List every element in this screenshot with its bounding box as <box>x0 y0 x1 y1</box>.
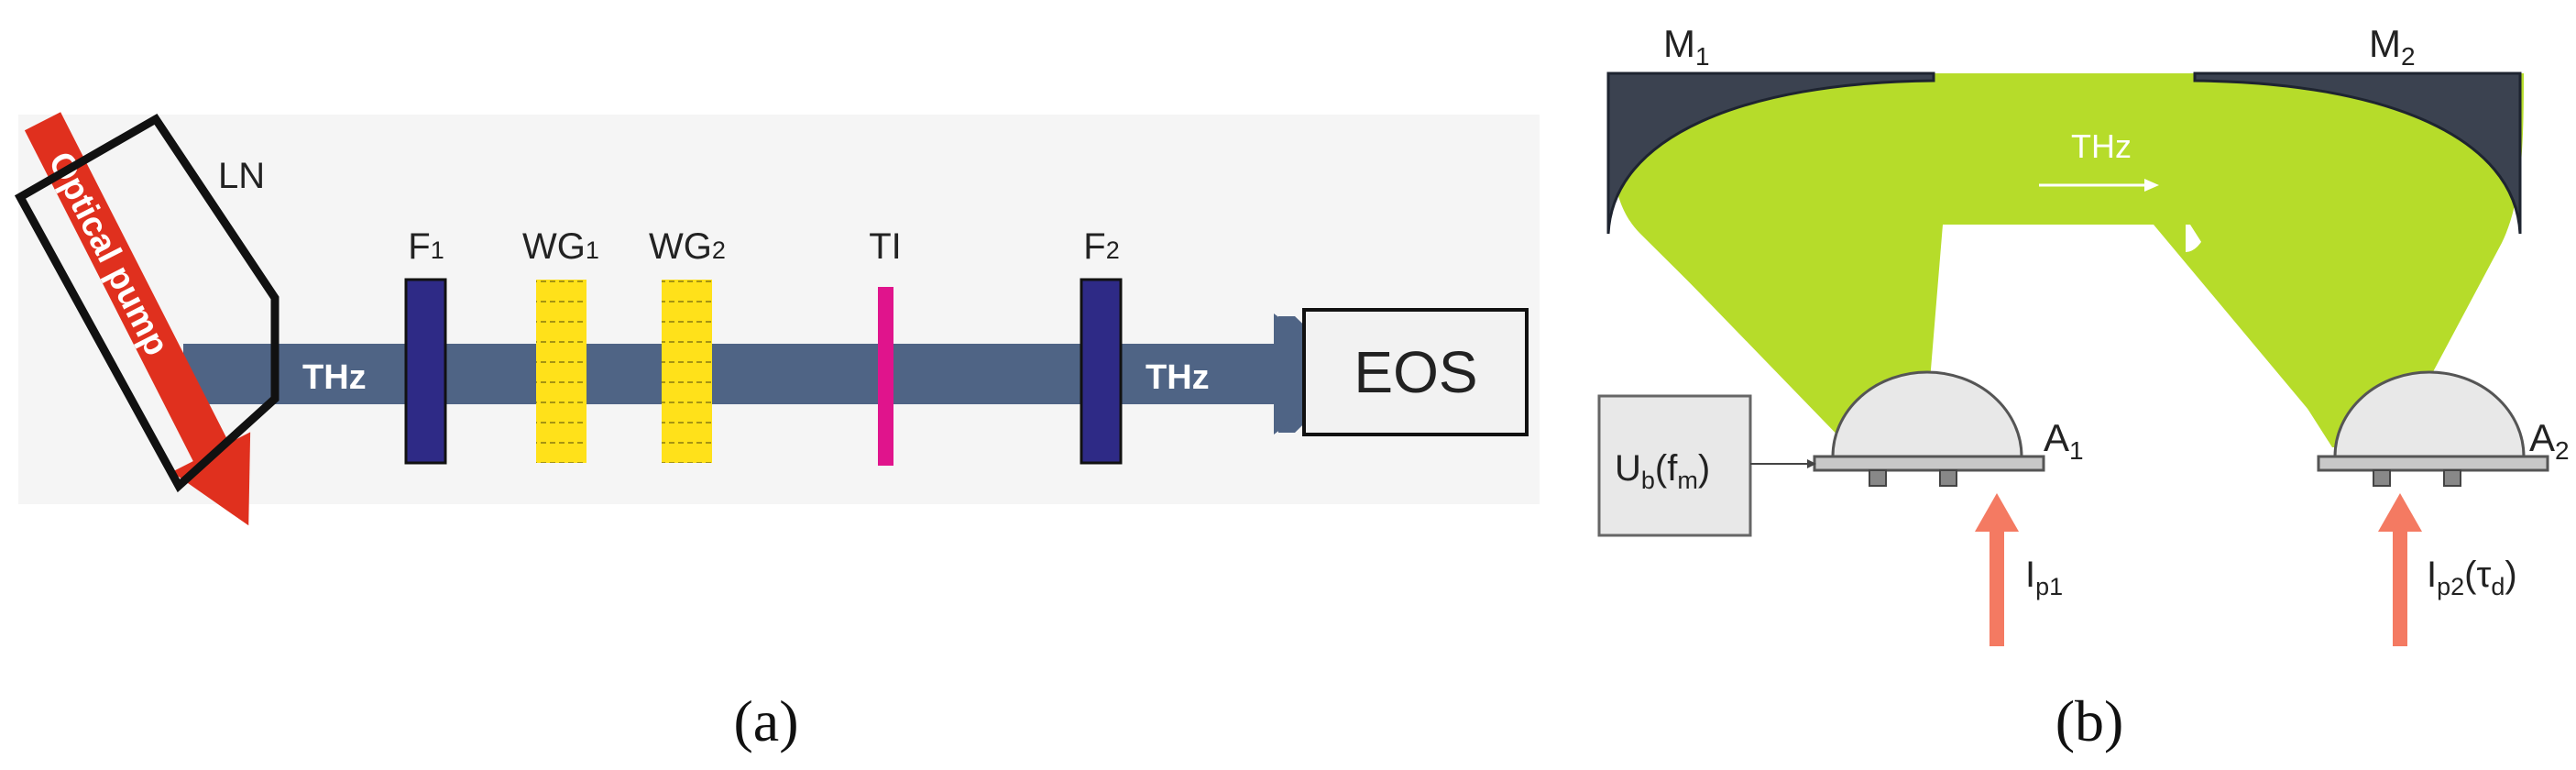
pump-p2-arrow-shaft <box>2393 527 2407 646</box>
component-label-2: WG2 <box>649 226 726 267</box>
component-label-0: F1 <box>408 226 444 267</box>
pump-p2-label: Ip2(τd) <box>2427 555 2517 600</box>
waveguide-wg1 <box>536 280 586 463</box>
antenna-a1-contact-left <box>1869 469 1887 487</box>
antenna-a2-contact-right <box>2443 469 2461 487</box>
pump-p1-arrow-shaft <box>1990 527 2004 646</box>
bias-source-box <box>1597 394 1752 537</box>
caption-a: (a) <box>733 688 798 754</box>
antenna-a1-substrate <box>1813 455 2045 472</box>
component-label-1: WG1 <box>522 226 599 267</box>
component-labels: F1 WG1 WG2 TI F2 <box>408 226 1119 267</box>
mirror-m2 <box>2193 72 2522 235</box>
antenna-a2-contact-left <box>2373 469 2391 487</box>
component-label-4: F2 <box>1083 226 1119 267</box>
antenna-a1-label: A1 <box>2044 416 2084 465</box>
component-label-3: TI <box>869 226 902 267</box>
filter-f2 <box>1080 278 1123 465</box>
mirror-m1 <box>1606 72 1935 235</box>
thz-label-in: THz <box>302 358 367 397</box>
pump-arrowhead <box>171 432 251 526</box>
pump-p1-arrowhead <box>1975 493 2019 532</box>
mirror-m2-label: M2 <box>2369 22 2416 71</box>
thz-field-label: THz <box>2071 127 2132 165</box>
antenna-a1-contact-right <box>1939 469 1957 487</box>
ti-slab <box>878 287 893 466</box>
antenna-a2-substrate <box>2317 455 2549 472</box>
pump-p1-label: Ip1 <box>2025 555 2063 600</box>
antenna-a2-dome <box>2333 370 2526 458</box>
pump-arrow-shaft <box>24 112 232 466</box>
panel-b: M1 M2 THz A1 A2 Ub(fm) Ip1 Ip2(τd) (b) <box>1597 22 2570 754</box>
ln-label: LN <box>218 156 265 196</box>
eos-label: EOS <box>1354 339 1477 405</box>
waveguide-wg2 <box>662 280 712 463</box>
pump-p2-arrowhead <box>2378 493 2422 532</box>
antenna-a2-label: A2 <box>2529 416 2570 465</box>
bias-source-label: Ub(fm) <box>1615 448 1710 494</box>
thz-field-shape <box>1608 73 2521 447</box>
eos-box <box>1302 308 1529 436</box>
thz-label-out: THz <box>1145 358 1210 397</box>
antenna-a1-dome <box>1831 370 2023 458</box>
caption-b: (b) <box>2055 688 2124 754</box>
thz-direction-arrowhead <box>2144 179 2159 192</box>
bias-wire-arrowhead <box>1807 459 1816 468</box>
filter-f1 <box>404 278 447 465</box>
ln-crystal <box>14 114 280 493</box>
mirror-m1-label: M1 <box>1663 22 1710 71</box>
